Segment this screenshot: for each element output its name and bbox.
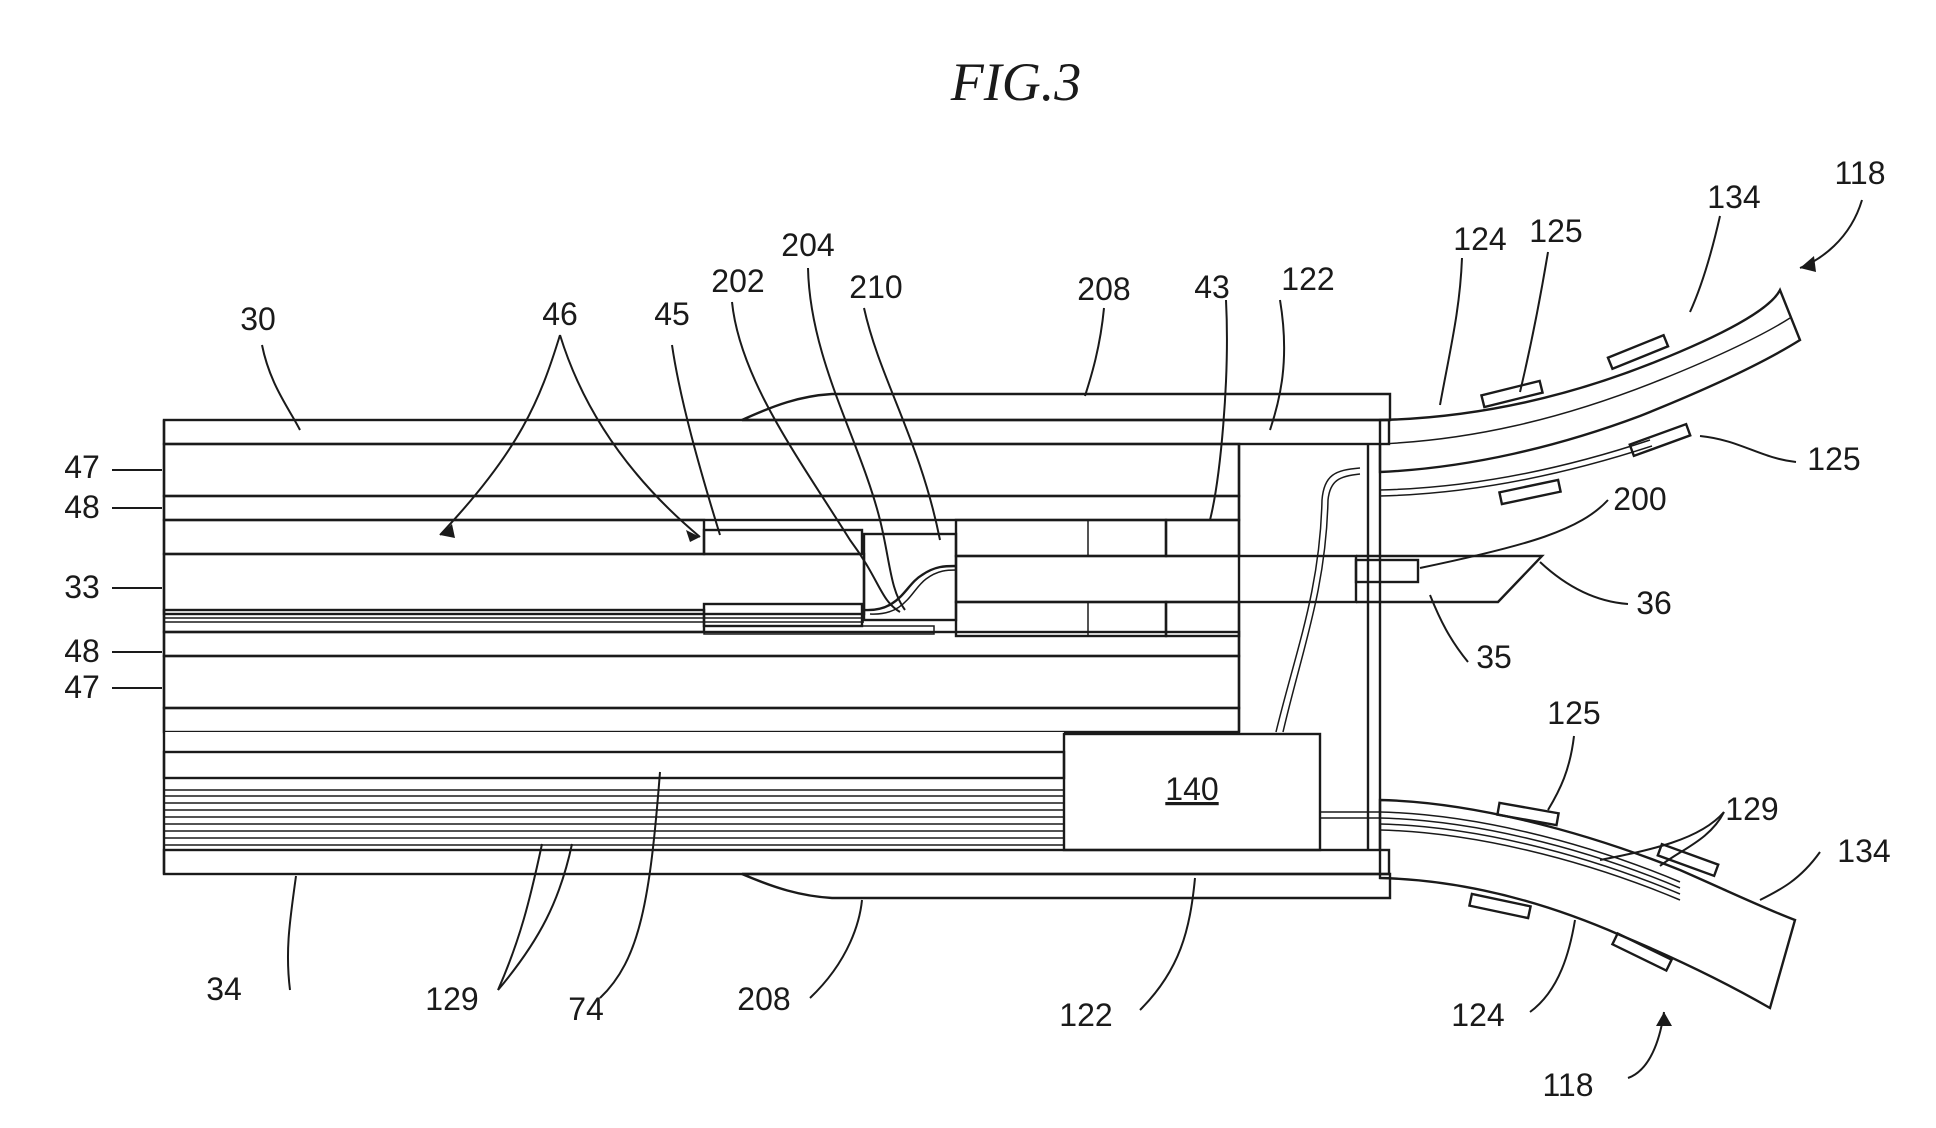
label-47-bottom: 47 (64, 669, 100, 705)
lower-arm-body (1380, 800, 1795, 1008)
wire-210 (864, 566, 956, 610)
shaft (956, 556, 1356, 602)
layer-47-bottom (164, 656, 1239, 708)
label-33: 33 (64, 569, 100, 605)
reference-labels: 30 46 45 202 204 210 208 43 122 124 125 … (64, 155, 1890, 1103)
label-122-bottom: 122 (1059, 997, 1112, 1033)
label-43: 43 (1194, 269, 1230, 305)
label-34: 34 (206, 971, 242, 1007)
label-129-bottom: 129 (425, 981, 478, 1017)
sleeve-208-top (742, 394, 1390, 420)
label-125-right: 125 (1807, 441, 1860, 477)
label-35: 35 (1476, 639, 1512, 675)
layer-below-47 (164, 708, 1239, 732)
label-36: 36 (1636, 585, 1672, 621)
electrode-125-c (1499, 480, 1560, 504)
layer-74 (164, 752, 1064, 778)
lower-arm-118 (1380, 800, 1795, 1008)
conductors-129 (164, 790, 1064, 845)
upper-arm-118 (1380, 290, 1800, 504)
electrode-125-d (1630, 424, 1690, 456)
label-30: 30 (240, 301, 276, 337)
label-129-right: 129 (1725, 791, 1778, 827)
electrode-125-b (1608, 335, 1668, 369)
electrode-125-h (1612, 933, 1671, 970)
label-46: 46 (542, 296, 578, 332)
layer-34 (164, 850, 1389, 874)
label-74: 74 (568, 991, 604, 1027)
label-204: 204 (781, 227, 834, 263)
main-body: 140 (164, 394, 1542, 898)
label-208-bottom: 208 (737, 981, 790, 1017)
leader-lines (112, 200, 1862, 1078)
porous-upper-right (956, 520, 1166, 556)
label-122-top: 122 (1281, 261, 1334, 297)
label-125-top: 125 (1529, 213, 1582, 249)
label-48-bottom: 48 (64, 633, 100, 669)
label-134-top: 134 (1707, 179, 1760, 215)
layer-48-top (164, 496, 1239, 520)
electrode-125-a (1481, 381, 1542, 407)
label-202: 202 (711, 263, 764, 299)
label-210: 210 (849, 269, 902, 305)
sensor-200 (1356, 560, 1418, 582)
lumen-46 (164, 520, 704, 554)
label-124-bottom: 124 (1451, 997, 1504, 1033)
label-140: 140 (1165, 771, 1218, 807)
label-124-top: 124 (1453, 221, 1506, 257)
chamber-202 (864, 534, 956, 620)
electrode-125-g (1469, 894, 1530, 918)
label-45: 45 (654, 296, 690, 332)
label-200: 200 (1613, 481, 1666, 517)
label-47-top: 47 (64, 449, 100, 485)
porous-45-upper (704, 530, 862, 554)
label-118-top: 118 (1834, 155, 1885, 191)
figure-title: FIG.3 (950, 52, 1081, 112)
label-48-top: 48 (64, 489, 100, 525)
seal-43-upper (1166, 520, 1239, 556)
label-208-top: 208 (1077, 271, 1130, 307)
label-125-bottom: 125 (1547, 695, 1600, 731)
label-118-bottom: 118 (1542, 1067, 1593, 1103)
label-134-bottom: 134 (1837, 833, 1890, 869)
needle-tip-36 (1356, 556, 1542, 602)
sleeve-208-bottom (742, 874, 1390, 898)
